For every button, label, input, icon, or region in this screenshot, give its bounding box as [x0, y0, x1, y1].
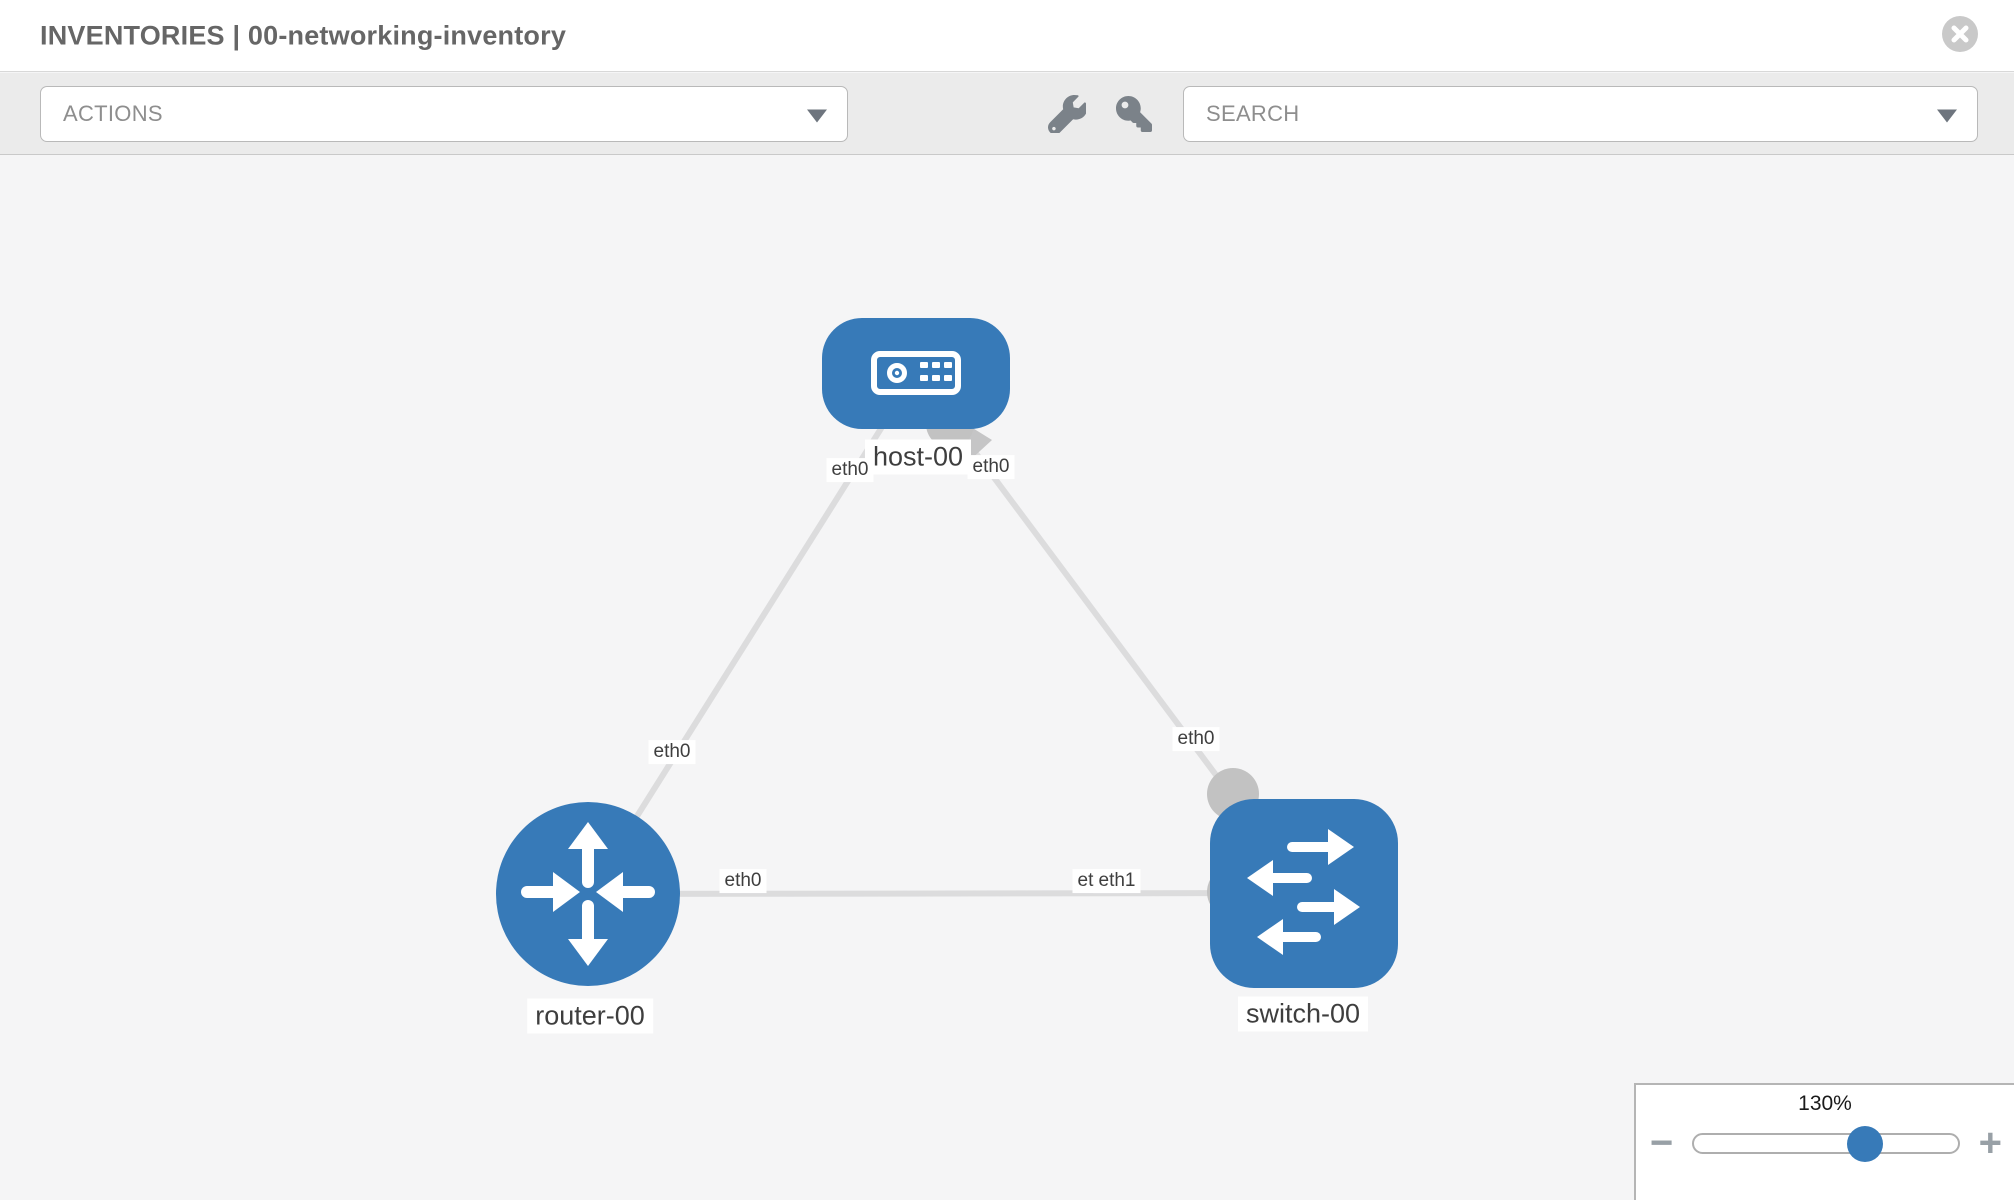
interface-label-host-eth0-left: eth0	[826, 458, 874, 482]
node-host-00[interactable]	[822, 318, 1010, 429]
chevron-down-icon	[1937, 109, 1957, 123]
node-label-switch-00: switch-00	[1237, 996, 1369, 1032]
zoom-slider-handle[interactable]	[1847, 1126, 1883, 1162]
zoom-in-button[interactable]: +	[1978, 1121, 2002, 1165]
interface-dots	[624, 400, 1259, 918]
interface-label-switch-eth1-left: eth1	[1093, 869, 1141, 893]
node-label-host-00: host-00	[864, 439, 972, 475]
search-placeholder: SEARCH	[1206, 101, 1300, 126]
interface-label-router-eth0-right: eth0	[719, 869, 767, 893]
page-title: INVENTORIES | 00-networking-inventory	[40, 20, 567, 50]
actions-dropdown[interactable]: ACTIONS	[40, 86, 848, 142]
host-icon	[871, 351, 961, 395]
header-bar: INVENTORIES | 00-networking-inventory	[0, 0, 2014, 72]
wrench-icon[interactable]	[1048, 94, 1086, 133]
actions-dropdown-label: ACTIONS	[63, 101, 163, 126]
router-icon	[521, 822, 655, 966]
interface-label-switch-eth0-top: eth0	[1172, 727, 1220, 751]
node-switch-00[interactable]	[1210, 799, 1398, 988]
zoom-control-panel: 130% − +	[1634, 1083, 2014, 1200]
zoom-level-value: 130%	[1798, 1092, 1852, 1115]
topology-canvas[interactable]: host-00 router-00 switch-00 eth0 eth0 et…	[0, 156, 2014, 1200]
interface-label-router-eth0-top: eth0	[648, 740, 696, 764]
zoom-slider-track[interactable]	[1692, 1133, 1960, 1154]
interface-label-host-eth0-right: eth0	[967, 455, 1015, 479]
switch-icon	[1247, 829, 1360, 955]
node-label-router-00: router-00	[527, 998, 653, 1034]
search-dropdown[interactable]: SEARCH	[1183, 86, 1978, 142]
chevron-down-icon	[807, 109, 827, 123]
node-router-00[interactable]	[496, 802, 680, 986]
zoom-out-button[interactable]: −	[1650, 1121, 1674, 1165]
edge-router-switch	[587, 890, 1305, 897]
toolbar: ACTIONS SEARCH	[0, 73, 2014, 155]
key-icon[interactable]	[1116, 95, 1152, 132]
close-icon	[1951, 25, 1969, 43]
close-button[interactable]	[1942, 16, 1978, 52]
